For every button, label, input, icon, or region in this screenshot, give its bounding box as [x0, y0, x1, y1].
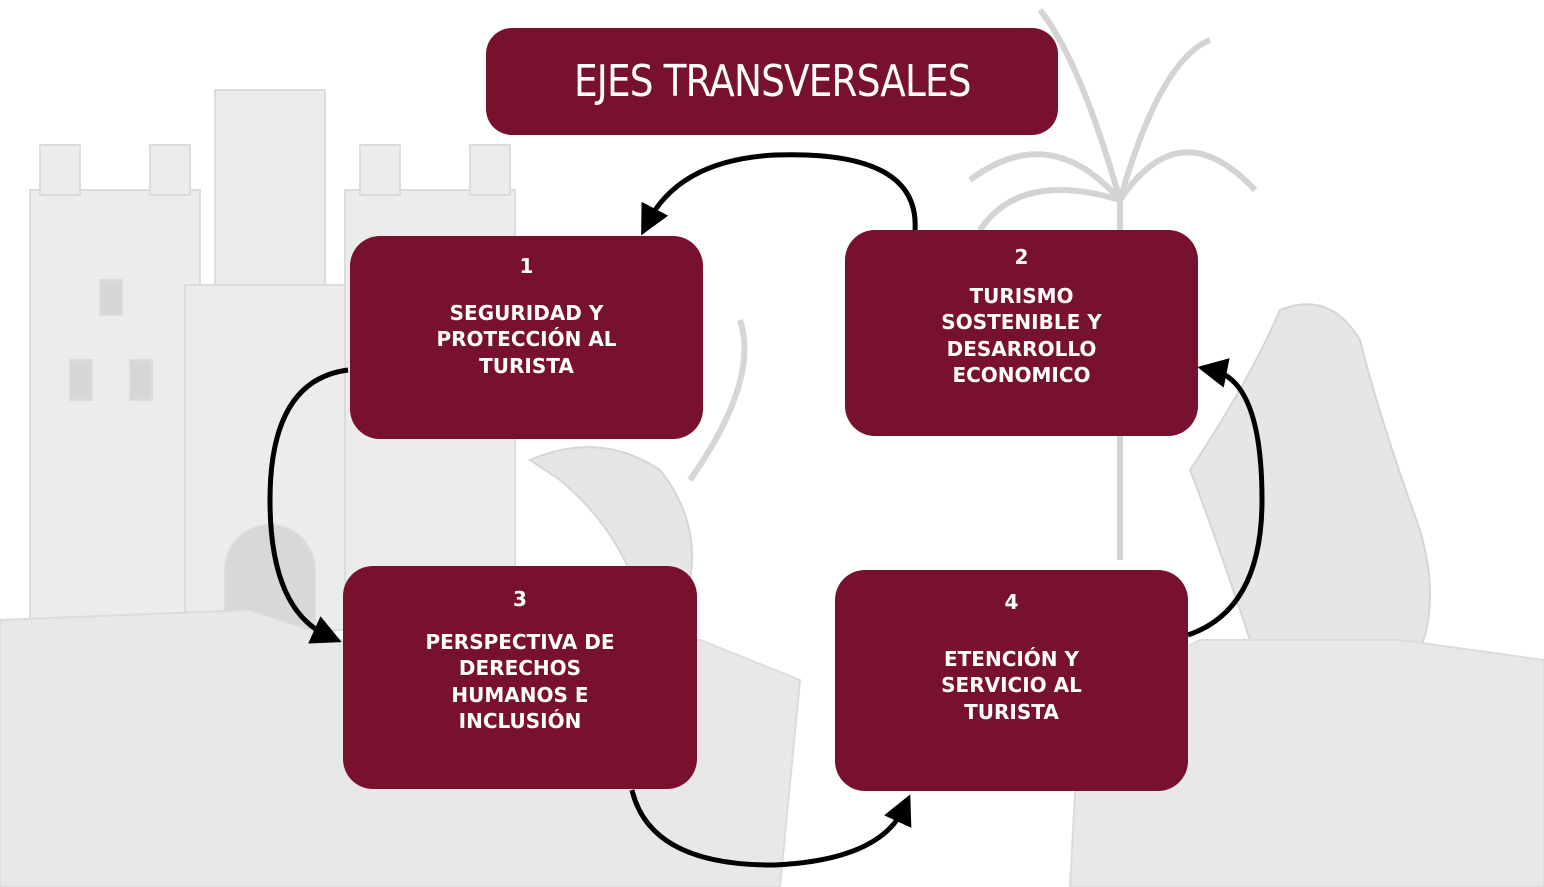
- axis-number: 2: [1014, 245, 1029, 269]
- axis-number: 1: [519, 254, 534, 278]
- axis-label: SEGURIDAD Y PROTECCIÓN AL TURISTA: [436, 300, 617, 378]
- axis-number: 3: [513, 587, 527, 611]
- axis-label: PERSPECTIVA DE DERECHOS HUMANOS E INCLUS…: [425, 629, 615, 734]
- axis-label: TURISMO SOSTENIBLE Y DESARROLLO ECONOMIC…: [941, 283, 1102, 388]
- cliffs-illustration: [0, 608, 1544, 887]
- axis-box-3: 3 PERSPECTIVA DE DERECHOS HUMANOS E INCL…: [343, 566, 697, 789]
- axis-box-4: 4 ETENCIÓN Y SERVICIO AL TURISTA: [835, 570, 1188, 791]
- axis-label: ETENCIÓN Y SERVICIO AL TURISTA: [941, 646, 1082, 724]
- axis-box-2: 2 TURISMO SOSTENIBLE Y DESARROLLO ECONOM…: [845, 230, 1198, 436]
- axis-box-1: 1 SEGURIDAD Y PROTECCIÓN AL TURISTA: [350, 236, 703, 439]
- axis-number: 4: [1004, 590, 1019, 614]
- page-title-text: EJES TRANSVERSALES: [573, 56, 972, 107]
- page-title: EJES TRANSVERSALES: [486, 28, 1058, 135]
